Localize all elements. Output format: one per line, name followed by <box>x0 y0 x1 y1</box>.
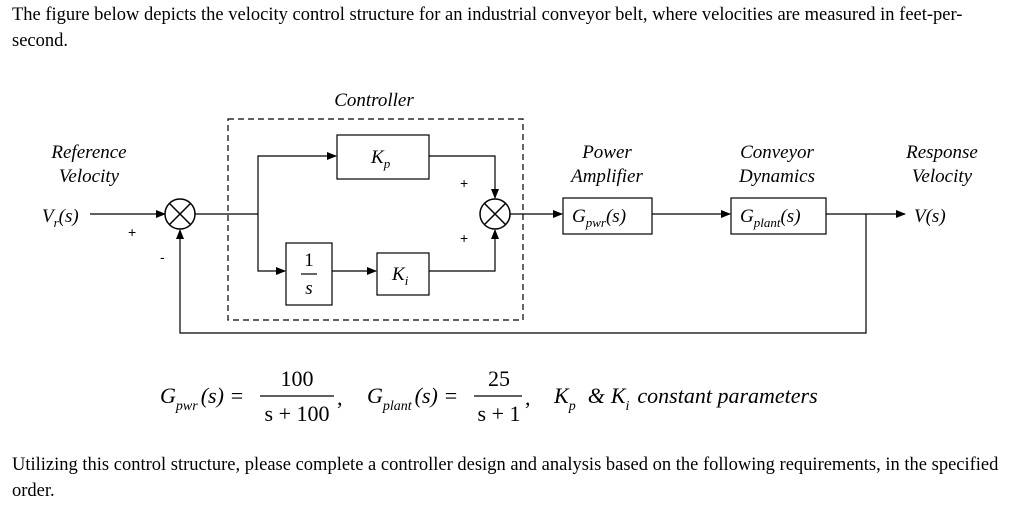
conveyor-label-line1: Conveyor <box>740 142 814 163</box>
gplant-separator: , <box>525 385 531 410</box>
ki-branch-line <box>257 214 286 275</box>
svg-text:Kp: Kp <box>370 147 391 171</box>
sum2-top-sign: + <box>460 175 468 191</box>
reference-signal: Vr(s) <box>42 206 79 230</box>
gplant-numerator: 25 <box>488 366 510 391</box>
plant-block: Gplant(s) <box>730 197 827 235</box>
gpwr-denominator: s + 100 <box>265 401 330 426</box>
reference-label-line1: Reference <box>50 142 126 163</box>
kp-branch-line <box>257 152 337 214</box>
summing-junction-1 <box>164 198 196 230</box>
response-label-line2: Velocity <box>912 166 973 187</box>
response-label-line1: Response <box>905 142 978 163</box>
feedback-line <box>176 214 867 334</box>
svg-text:Ki: Ki <box>391 264 409 288</box>
gpwr-separator: , <box>337 385 343 410</box>
controller-boundary <box>227 118 524 321</box>
integrator-numerator: 1 <box>304 250 314 271</box>
gpwr-equation: Gpwr(s) = 100 s + 100 , <box>160 366 343 426</box>
sum2-bottom-sign: + <box>460 230 468 246</box>
ki-block: Ki <box>376 252 430 296</box>
ki-output-line <box>429 229 499 272</box>
integrator-block: 1 s <box>285 242 333 306</box>
conveyor-label-line2: Dynamics <box>738 166 815 187</box>
gplant-denominator: s + 1 <box>478 401 521 426</box>
power-amp-label-line1: Power <box>581 142 632 163</box>
kp-block: Kp <box>336 134 430 180</box>
intro-paragraph: The figure below depicts the velocity co… <box>12 5 963 51</box>
reference-label-line2: Velocity <box>59 166 120 187</box>
ref-plus-sign: + <box>128 224 136 240</box>
svg-text:Gpwr(s): Gpwr(s) <box>572 206 626 230</box>
requirements-paragraph: Utilizing this control structure, please… <box>12 455 999 501</box>
summing-junction-2 <box>479 198 511 230</box>
svg-text:Gplant(s): Gplant(s) <box>740 206 801 230</box>
power-amp-label-line2: Amplifier <box>569 166 643 187</box>
svg-text:Gplant(s) =: Gplant(s) = <box>367 383 458 414</box>
kp-output-line <box>429 155 499 199</box>
gpwr-numerator: 100 <box>281 366 314 391</box>
controller-label: Controller <box>334 90 414 111</box>
integrator-denominator: s <box>305 278 312 299</box>
response-signal: V(s) <box>914 206 946 227</box>
svg-text:Gpwr(s) =: Gpwr(s) = <box>160 383 244 414</box>
gplant-equation: Gplant(s) = 25 s + 1 , <box>367 366 531 426</box>
fb-minus-sign: - <box>160 249 165 265</box>
power-amp-block: Gpwr(s) <box>562 197 653 235</box>
